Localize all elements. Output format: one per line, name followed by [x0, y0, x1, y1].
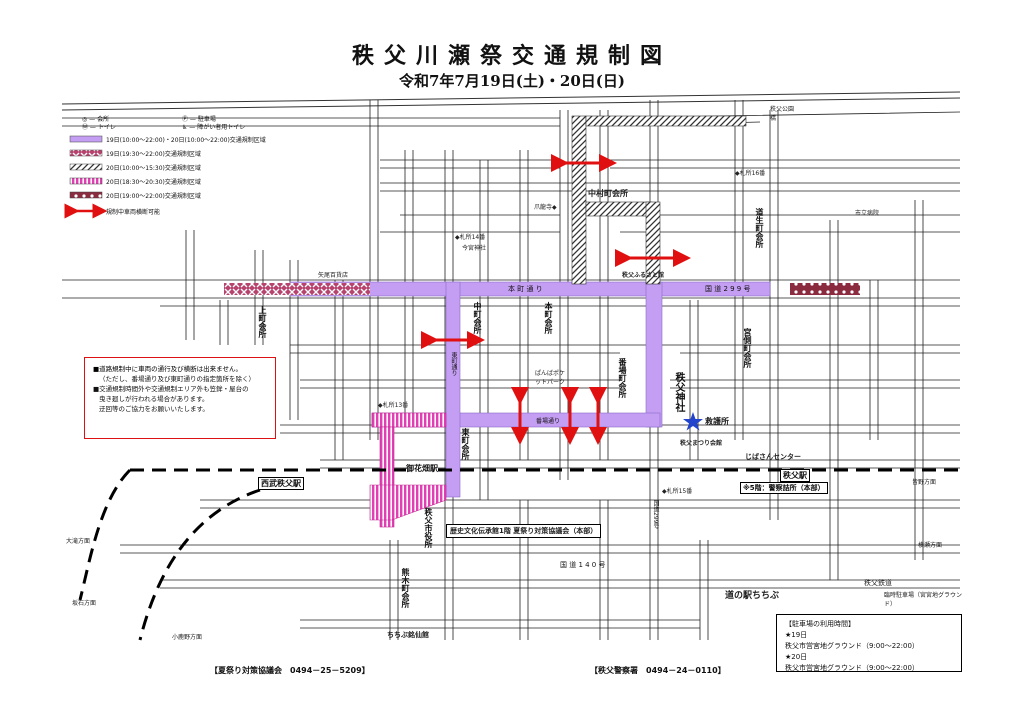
- station-seibu-chichibu: 西武秩父駅: [258, 477, 304, 490]
- parking-day19-place: 秩父市営宮地グラウンド（9:00〜22:00）: [785, 642, 919, 650]
- venue-banba: 番場町会所: [618, 358, 627, 398]
- contact-police: 【秩父警察署 0494－24－0110】: [590, 666, 726, 675]
- parking-day20: ★20日: [785, 653, 808, 661]
- place-city-hall: 秩父市役所: [424, 508, 433, 548]
- legend-swatches: [64, 135, 108, 219]
- road-kobadori: 番場通り: [536, 418, 561, 425]
- legend-item-crossing: 規制中車両横断可能: [106, 209, 161, 216]
- legend-parking-label: 駐車場: [197, 116, 216, 123]
- venue-icon: ◎: [82, 116, 88, 123]
- direction-yokose: 横瀬方面: [918, 542, 943, 549]
- venue-miyagawa: 宮側町会所: [743, 328, 752, 368]
- venue-michio: 道生町会所: [755, 208, 764, 248]
- place-meisenkan: ちちぶ銘仙館: [387, 631, 429, 639]
- venue-kamimachi: 上町会所: [258, 306, 267, 338]
- place-fudasho14: ◆札所14番: [455, 234, 486, 241]
- place-imamiya: 今宮神社: [462, 245, 487, 252]
- place-chichibu-shrine: 秩父神社: [673, 372, 684, 412]
- shrine-star-icon: [683, 412, 703, 431]
- direction-otaki: 大滝方面: [66, 538, 91, 545]
- notice-line-5: 迂回等のご協力をお願いいたします。: [99, 405, 209, 413]
- place-fudasho16: ◆札所16番: [735, 170, 766, 177]
- place-rekishi-hq: 歴史文化伝承館1階 夏祭り対策協議会（本部）: [446, 524, 602, 538]
- legend-toilet-label: トイレ: [97, 124, 116, 131]
- legend-accessible-label: 障がい者用トイレ: [197, 124, 246, 131]
- place-furusato: 秩父ふるさと館: [622, 272, 665, 279]
- regulated-zone-20-night-east[interactable]: [790, 283, 860, 295]
- place-chichibu-koen-bridge: 秩父公園橋: [770, 106, 795, 122]
- parking-icon: Ⓟ: [182, 116, 189, 123]
- road-route140: 国 道 1 4 0 号: [560, 561, 606, 569]
- place-yaoya: 矢尾百貨店: [318, 272, 349, 279]
- railway-lines: [78, 468, 960, 641]
- place-banba-pocket: ぱんばポケットパーク: [535, 370, 566, 386]
- contact-council: 【夏祭り対策協議会 0494－25－5209】: [210, 666, 370, 675]
- station-ohanabatake: 御花畑駅: [406, 463, 438, 474]
- crossing-arrows[interactable]: [421, 154, 691, 445]
- traffic-notice: ■道路規制中に車両の通行及び横断は出来ません。 （ただし、番場通り及び東町通りの…: [84, 357, 276, 439]
- station-chichibu: 秩父駅: [780, 469, 810, 482]
- toilet-icon: Ⓦ: [82, 124, 89, 131]
- road-higashimachi: 東町通り: [450, 352, 457, 376]
- venue-nakamachi: 中町会所: [473, 302, 482, 334]
- place-city-hospital: 市立病院: [855, 210, 880, 217]
- notice-line-3: ■交通規制時間外や交通規制エリア外も笠鉾・屋台の: [93, 385, 249, 393]
- direction-minano: 皆野方面: [912, 479, 937, 486]
- legend-item-all-day: 19日(10:00〜22:00)・20日(10:00〜22:00)交通規制区域: [106, 137, 266, 144]
- road-route299: 国 道 2 9 9 号: [705, 285, 751, 293]
- regulated-zone-19-evening-west[interactable]: [224, 283, 370, 295]
- regulated-zone-20-evening[interactable]: [369, 412, 447, 528]
- place-michinoeki: 道の駅ちちぶ: [725, 591, 780, 601]
- legend-venue-label: 会所: [97, 116, 110, 123]
- legend-item-20-evening: 20日(18:30〜20:30)交通規制区域: [106, 179, 201, 186]
- road-route299-vertical: 国道299号: [652, 500, 659, 530]
- venue-kumagimachi: 熊木町会所: [401, 568, 410, 608]
- place-temp-parking: 臨時駐車場（宮宮地グラウンド）: [884, 592, 963, 608]
- place-fudasho15: ◆札所15番: [662, 488, 693, 495]
- street-grid: [62, 100, 961, 640]
- notice-line-4: 曳き廻しが行われる場合があります。: [99, 395, 209, 403]
- legend-item-19-evening: 19日(19:30〜22:00)交通規制区域: [106, 151, 201, 158]
- venue-motomachi: 本町会所: [544, 302, 553, 334]
- accessible-toilet-icon: ♿: [182, 124, 188, 131]
- parking-hours-box: 【駐車場の利用時間】 ★19日 秩父市営宮地グラウンド（9:00〜22:00） …: [776, 614, 962, 672]
- place-chichibu-railway: 秩父鉄道: [864, 579, 892, 587]
- road-main-street: 本 町 通 り: [508, 285, 543, 293]
- notice-line-1: ■道路規制中に車両の通行及び横断は出来ません。: [93, 365, 242, 373]
- legend-item-20-night: 20日(19:00〜22:00)交通規制区域: [106, 193, 201, 200]
- notice-line-2: （ただし、番場通り及び東町通りの指定箇所を除く）: [99, 375, 255, 383]
- place-souryuji: 爪龍寺◆: [534, 204, 557, 211]
- direction-ogano: 小鹿野方面: [172, 634, 203, 641]
- page-title: 秩父川瀬祭交通規制図: [351, 43, 672, 69]
- place-fudasho13: ◆札所13番: [378, 402, 409, 409]
- legend-item-20-daytime: 20日(10:00〜15:30)交通規制区域: [106, 165, 201, 172]
- map-legend: ◎ — 会所 Ⓦ — トイレ Ⓟ — 駐車場 ♿ — 障がい者用トイレ 19日(…: [82, 116, 266, 216]
- direction-sakamoto: 坂石方面: [72, 600, 97, 607]
- page-subtitle: 令和7年7月19日(土)・20日(日): [398, 72, 625, 90]
- parking-heading: 【駐車場の利用時間】: [785, 620, 855, 628]
- venue-higashimachi: 東町会所: [461, 428, 470, 460]
- place-matsuri-kaikan: 秩父まつり会館: [680, 440, 723, 447]
- place-first-aid: 救護所: [705, 417, 729, 426]
- station-note: ※5階：警察詰所（本部）: [740, 482, 828, 494]
- venue-nakamuramachi: 中村町会所: [588, 189, 628, 198]
- place-jibasan: じばさんセンター: [745, 453, 801, 461]
- river-lines: [61, 91, 961, 111]
- parking-day19: ★19日: [785, 631, 808, 639]
- parking-day20-place: 秩父市営宮地グラウンド（9:00〜22:00）: [785, 664, 919, 672]
